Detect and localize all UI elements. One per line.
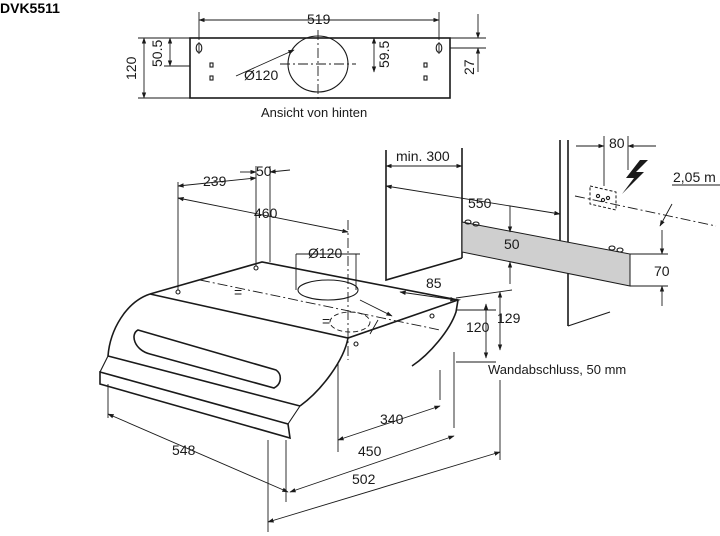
- socket-symbol: [589, 160, 648, 211]
- rear-width-label: 519: [307, 11, 331, 27]
- hood-dim-460: 460: [254, 205, 278, 221]
- keyhole-left: [195, 42, 214, 81]
- rear-panel-outline: [189, 37, 451, 99]
- hood-dimensions: 239 50 460 Ø120 = = 85 120 129 Wandabsch…: [107, 163, 626, 532]
- hood-dim-129: 129: [497, 310, 521, 326]
- hood-dim-85: 85: [426, 275, 442, 291]
- hood-dim-239: 239: [203, 173, 227, 189]
- hood-dim-50: 50: [256, 163, 272, 179]
- upper-cabinet-left: [385, 150, 463, 282]
- hood-dim-450: 450: [358, 443, 382, 459]
- hood-duct-opening: [297, 279, 359, 301]
- band-height-label: 50: [504, 236, 520, 252]
- rear-diameter-label: Ø120: [244, 67, 278, 83]
- wall-finish-label: Wandabschluss, 50 mm: [488, 362, 626, 377]
- rear-height-label: 120: [123, 56, 139, 80]
- hood-equal-left: =: [234, 284, 242, 300]
- rear-duct-offset-label: 59.5: [376, 41, 392, 68]
- wall-view: 2,05 m 80 min. 300 550 50 70: [385, 135, 720, 327]
- hood-body: [99, 220, 462, 440]
- hood-equal-right: =: [322, 313, 330, 329]
- model-title: DVK5511: [0, 0, 60, 16]
- power-lightning-icon: [622, 160, 648, 194]
- hood-dim-502: 502: [352, 471, 376, 487]
- bracket-height-label: 70: [654, 263, 670, 279]
- hood-dim-340: 340: [380, 411, 404, 427]
- hood-dim-120: 120: [466, 319, 490, 335]
- rear-side-offset-label: 27: [461, 59, 477, 75]
- mounting-band: [461, 221, 631, 287]
- hood-front-panel: [133, 329, 282, 389]
- hood-dim-548: 548: [172, 442, 196, 458]
- socket-height-label: 2,05 m: [673, 169, 716, 185]
- rear-hole-offset-label: 50.5: [149, 40, 165, 67]
- socket-offset-label: 80: [609, 135, 625, 151]
- rear-view-caption: Ansicht von hinten: [261, 105, 367, 120]
- rear-view: 519 120 50.5 Ø120 59.5 27 Ansicht von hi…: [123, 11, 486, 120]
- hood-duct-diameter-label: Ø120: [308, 245, 342, 261]
- hood-front-trim: [99, 370, 291, 440]
- depth-label: 550: [468, 195, 492, 211]
- keyhole-right: [423, 42, 443, 81]
- min-height-label: min. 300: [396, 148, 450, 164]
